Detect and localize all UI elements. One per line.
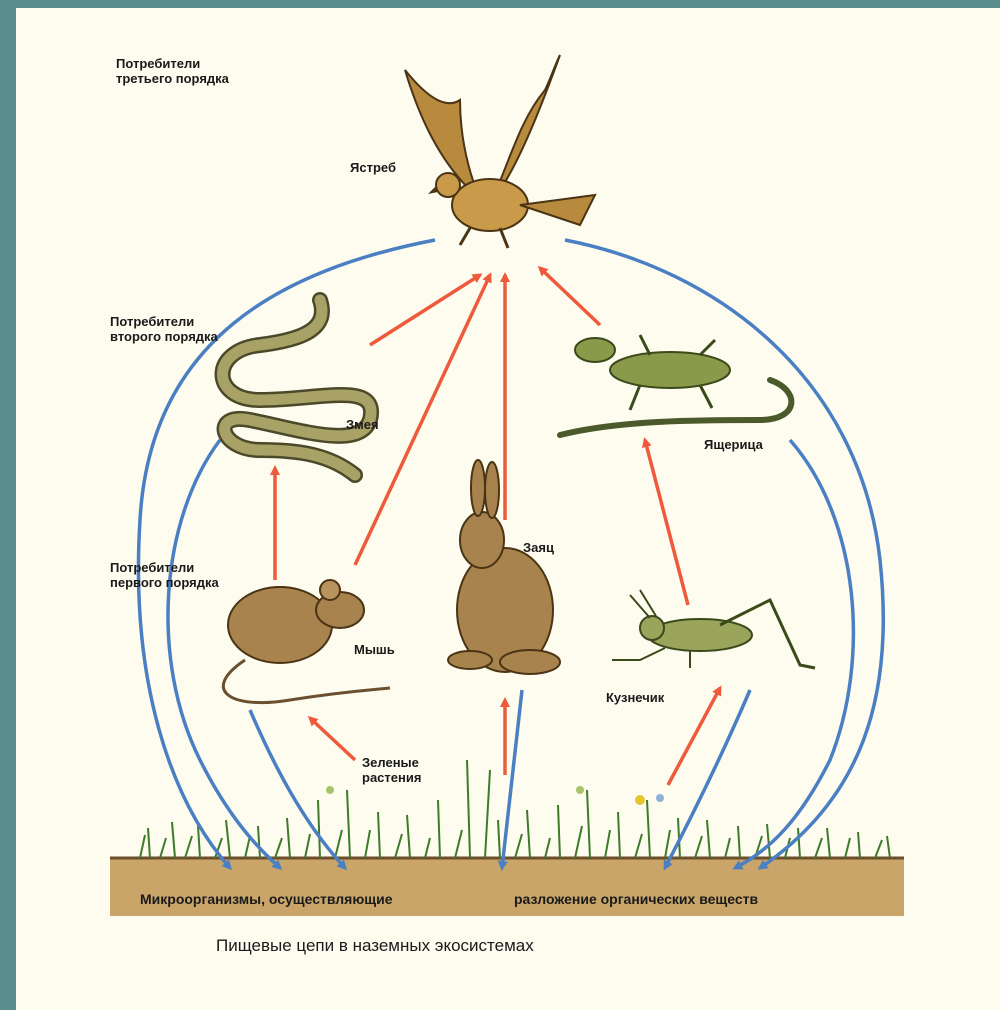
label-lizard: Ящерица xyxy=(704,437,763,452)
label-hare: Заяц xyxy=(523,540,554,555)
label-first-order-consumers: Потребители первого порядка xyxy=(110,560,234,590)
label-decomposers-left: Микроорганизмы, осуществляющие xyxy=(140,891,393,907)
flowers xyxy=(326,786,664,805)
label-mouse: Мышь xyxy=(354,642,395,657)
diagram-caption: Пищевые цепи в наземных экосистемах xyxy=(216,936,534,956)
label-second-order-consumers: Потребители второго порядка xyxy=(110,314,234,344)
label-grasshopper: Кузнечик xyxy=(606,690,664,705)
food-web-diagram xyxy=(16,8,1000,1010)
grasshopper-illustration xyxy=(612,590,815,668)
grass-tufts xyxy=(140,760,890,858)
label-decomposers-right: разложение органических веществ xyxy=(514,891,758,907)
label-green-plants: Зеленые растения xyxy=(362,755,450,785)
label-snake: Змея xyxy=(346,417,379,432)
label-third-order-consumers: Потребители третьего порядка xyxy=(116,56,236,86)
lizard-illustration xyxy=(560,335,791,435)
hawk-illustration xyxy=(405,55,595,248)
label-hawk: Ястреб xyxy=(350,160,396,175)
snake-illustration xyxy=(223,300,372,475)
